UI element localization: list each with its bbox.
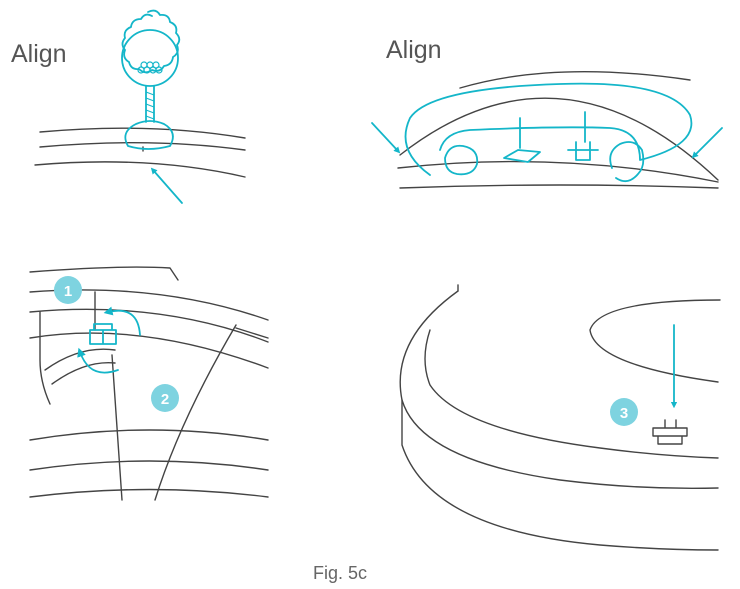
align-label-left: Align bbox=[11, 40, 67, 68]
panel-toy-bar-align bbox=[371, 70, 723, 189]
svg-text:3: 3 bbox=[620, 405, 628, 422]
arrow-icon-left bbox=[371, 122, 401, 154]
panel-rattle-align bbox=[34, 9, 246, 204]
panel-rotate-clip: 1 2 bbox=[29, 266, 269, 501]
figure-caption: Fig. 5c bbox=[313, 563, 368, 583]
step-badge-2: 2 bbox=[151, 384, 179, 412]
clip-icon bbox=[89, 323, 117, 345]
svg-text:1: 1 bbox=[64, 283, 72, 300]
clip-icon-small bbox=[652, 419, 688, 445]
step-badge-1: 1 bbox=[54, 276, 82, 304]
rotate-arrow-icon-2 bbox=[77, 347, 119, 374]
toy-bar-icon bbox=[404, 82, 693, 183]
rattle-toy-icon bbox=[121, 9, 181, 150]
arrow-icon bbox=[150, 167, 183, 204]
align-label-right: Align bbox=[386, 36, 442, 64]
svg-text:2: 2 bbox=[161, 391, 169, 408]
step-badge-3: 3 bbox=[610, 398, 638, 426]
panel-press-clip: 3 bbox=[399, 284, 721, 551]
rotate-arrow-icon bbox=[103, 306, 141, 336]
arrow-icon-right bbox=[691, 127, 723, 159]
